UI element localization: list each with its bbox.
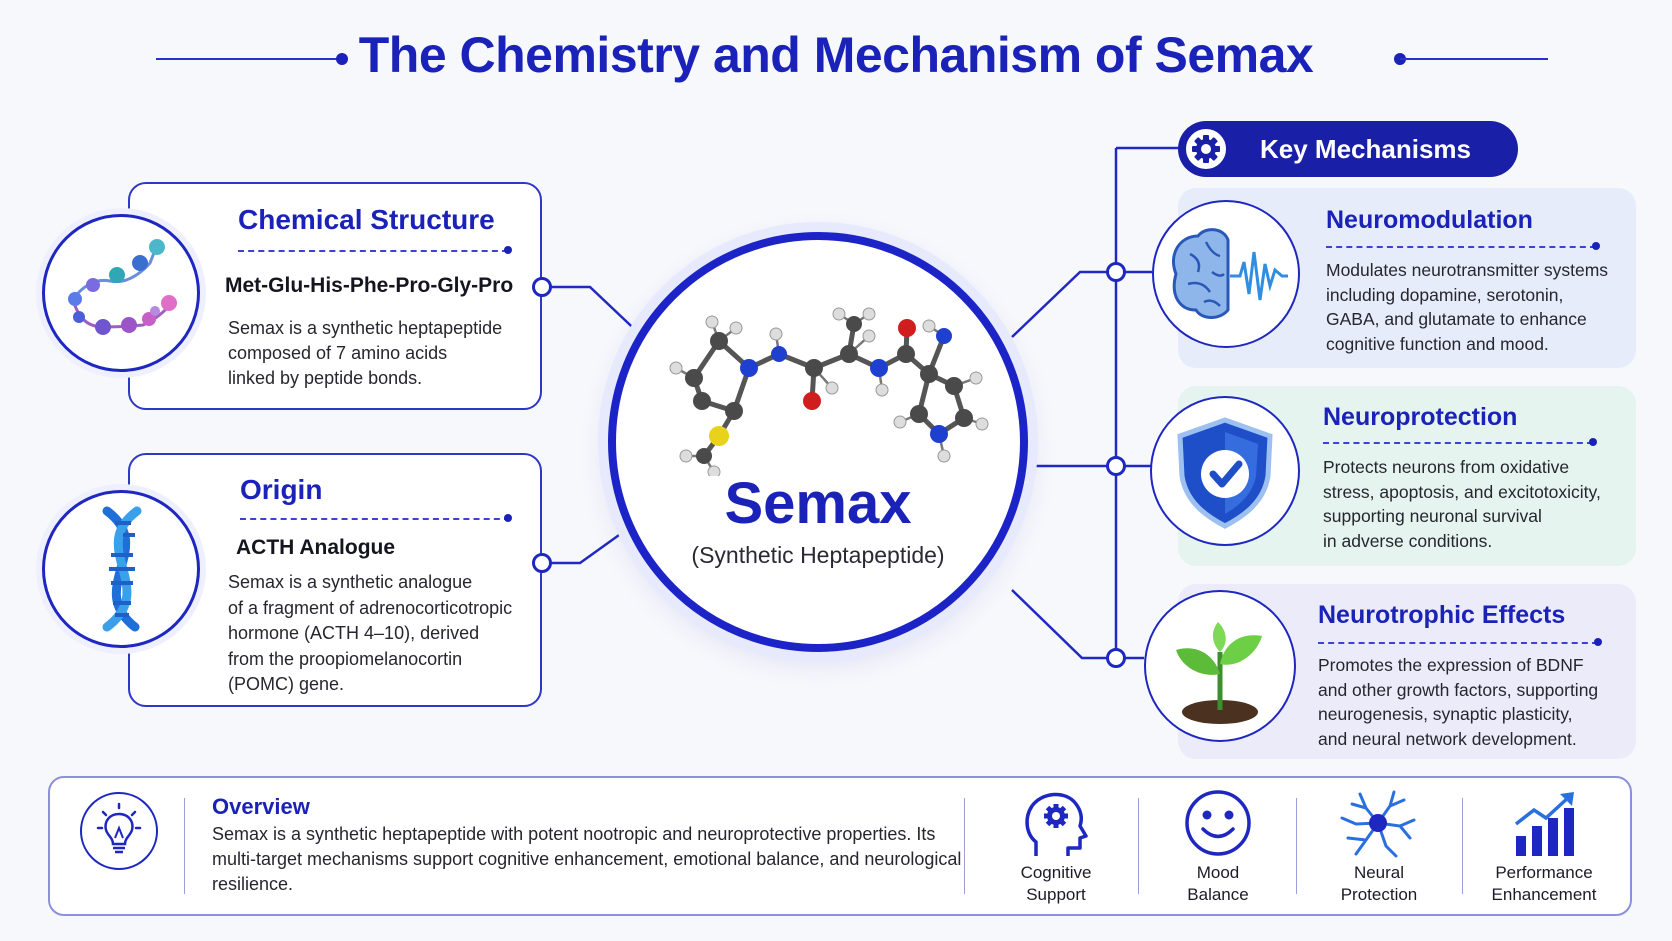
neuroprotection-divider-dot <box>1589 438 1597 446</box>
benefit-label-cognitive-support: Cognitive Support <box>1020 863 1092 904</box>
neuroprotection-title: Neuroprotection <box>1323 403 1518 431</box>
neuroprotection-divider <box>1323 442 1593 444</box>
brain-wave-icon-circle <box>1152 200 1300 348</box>
chemical-structure-title: Chemical Structure <box>238 204 495 235</box>
dna-icon <box>102 506 142 632</box>
neuromodulation-node <box>1106 262 1126 282</box>
lightbulb-icon-circle <box>80 792 158 870</box>
lightbulb-icon <box>96 802 142 854</box>
origin-title: Origin <box>240 474 323 505</box>
center-subtitle: (Synthetic Heptapeptide) <box>691 542 945 568</box>
benefit-label-mood-balance: Mood Balance <box>1187 863 1249 904</box>
sprout-icon <box>1176 622 1262 724</box>
neurotrophic-divider-dot <box>1594 638 1602 646</box>
title-line-right <box>1400 58 1548 60</box>
key-mechanisms-header <box>1178 121 1518 177</box>
benefit-divider-4 <box>1462 798 1463 894</box>
chemical-structure-divider <box>238 250 508 252</box>
smiley-icon <box>1185 790 1251 856</box>
chemical-structure-connector-node <box>532 277 552 297</box>
neuromodulation-text: Modulates neurotransmitter systems inclu… <box>1326 260 1609 354</box>
benefit-label-neural-protection: Neural Protection <box>1340 863 1418 904</box>
neurotrophic-text: Promotes the expression of BDNF and othe… <box>1318 655 1599 749</box>
benefit-divider-2 <box>1138 798 1139 894</box>
neuroprotection-node <box>1106 456 1126 476</box>
brain-wave-icon <box>1172 228 1288 319</box>
overview-title: Overview <box>212 794 310 819</box>
overview-panel <box>48 776 1632 916</box>
neurotrophic-divider <box>1318 642 1598 644</box>
peptide-sequence: Met-Glu-His-Phe-Pro-Gly-Pro <box>225 274 514 297</box>
origin-divider-dot <box>504 514 512 522</box>
origin-subtitle: ACTH Analogue <box>236 536 396 559</box>
title-dot-left <box>336 53 348 65</box>
chemical-structure-text: Semax is a synthetic heptapeptide compos… <box>228 318 503 388</box>
neuromodulation-divider-dot <box>1592 242 1600 250</box>
neuron-icon <box>1340 790 1416 858</box>
page-title: The Chemistry and Mechanism of Semax <box>358 27 1314 83</box>
neurotrophic-title: Neurotrophic Effects <box>1318 601 1566 629</box>
benefit-divider-1 <box>964 798 965 894</box>
benefit-label-performance-enhancement: Performance Enhancement <box>1491 863 1597 904</box>
head-gear-icon <box>1025 792 1088 856</box>
chemical-structure-card <box>128 182 542 410</box>
semax-center-circle <box>608 232 1028 652</box>
shield-check-icon-circle <box>1150 396 1300 546</box>
origin-connector-node <box>532 553 552 573</box>
dna-icon-circle <box>42 490 200 648</box>
shield-check-icon <box>1177 417 1273 529</box>
center-title: Semax <box>724 471 912 536</box>
benefit-divider-3 <box>1296 798 1297 894</box>
molecule-model-icon <box>669 307 989 476</box>
neuroprotection-text: Protects neurons from oxidative stress, … <box>1323 457 1601 551</box>
origin-text: Semax is a synthetic analogue of a fragm… <box>228 572 513 694</box>
neuromodulation-title: Neuromodulation <box>1326 206 1533 234</box>
gear-icon <box>1192 135 1220 163</box>
overview-divider <box>184 798 185 894</box>
key-mechanisms-label: Key Mechanisms <box>1260 134 1471 164</box>
neuromodulation-divider <box>1326 246 1596 248</box>
sprout-icon-circle <box>1144 590 1296 742</box>
peptide-chain-icon-circle <box>42 214 200 372</box>
chemical-structure-divider-dot <box>504 246 512 254</box>
neurotrophic-node <box>1106 648 1126 668</box>
overview-text: Semax is a synthetic heptapeptide with p… <box>212 824 962 894</box>
title-line-left <box>156 58 340 60</box>
peptide-chain-icon <box>68 239 177 335</box>
key-mechanisms-gear-circle <box>1183 126 1229 172</box>
growth-chart-icon <box>1514 792 1574 856</box>
origin-divider <box>240 518 510 520</box>
